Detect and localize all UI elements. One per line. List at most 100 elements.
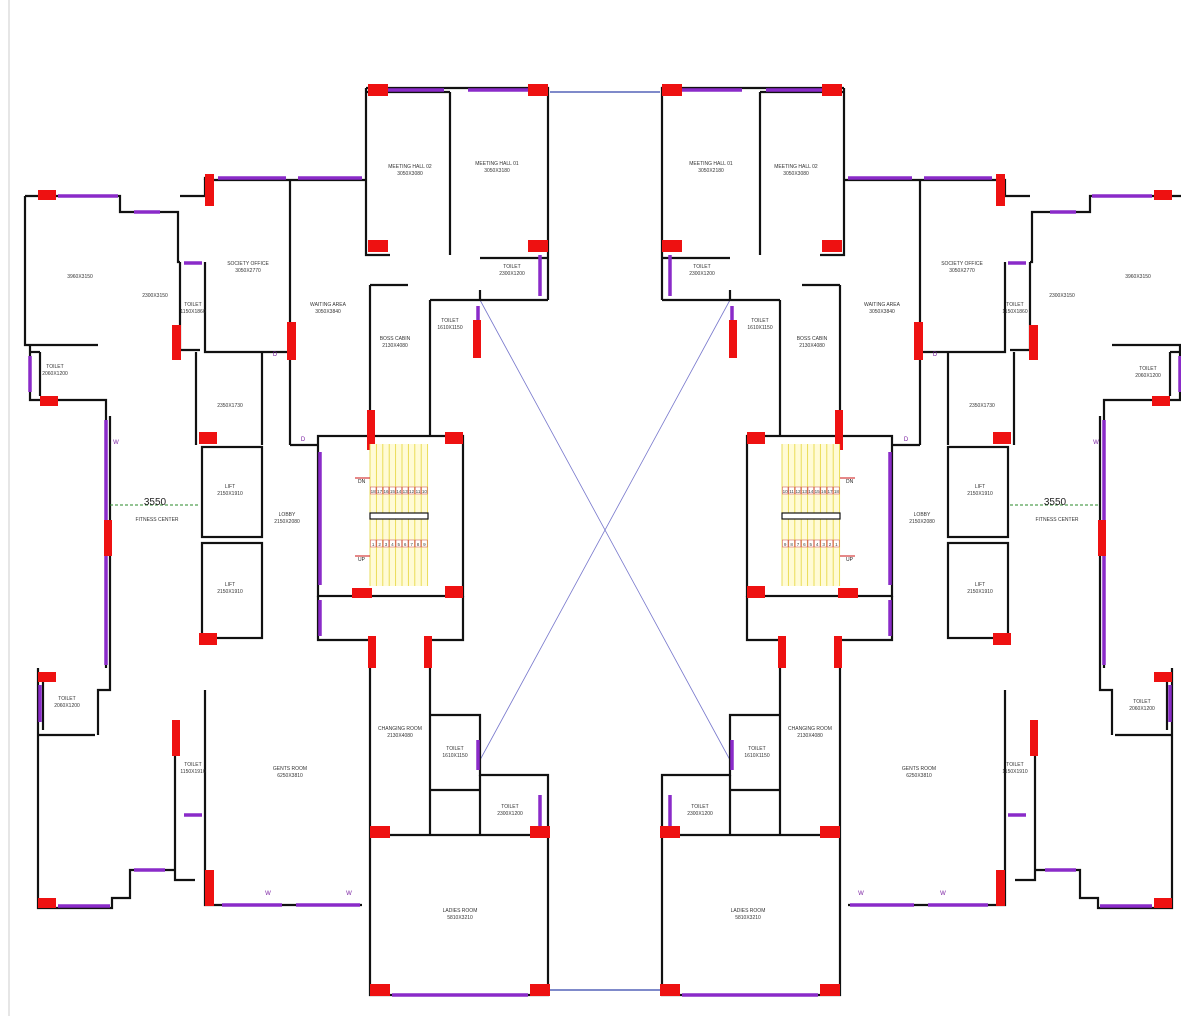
- stair-step-box: [794, 486, 802, 495]
- room-label-text: TOILET: [501, 804, 518, 810]
- room-label-text: 2130X4080: [387, 733, 413, 739]
- stair-step-number: 17: [377, 489, 383, 494]
- stair-step-number: 16: [821, 489, 827, 494]
- room-label-text: LADIES ROOM: [731, 908, 766, 914]
- stair-step-box: [414, 539, 422, 548]
- stair-step-box: [389, 486, 396, 495]
- room-label-r-lobby-pass: 2350X1730: [969, 403, 995, 409]
- room-label-text: MEETING HALL 02: [774, 164, 818, 170]
- stair-step-box: [820, 539, 827, 548]
- room-label-text: LIFT: [975, 582, 985, 588]
- stair-step-number: 9: [784, 542, 787, 547]
- stair-step-number: 14: [808, 489, 814, 494]
- room-label-text: 3960X3150: [1125, 274, 1151, 280]
- stair-step-box: [826, 486, 834, 495]
- room-label-text: 6250X3810: [277, 773, 303, 779]
- room-label-text: 2130X4080: [382, 343, 408, 349]
- room-label-text: 2060X1200: [1129, 706, 1155, 712]
- door-mark: D: [933, 352, 938, 358]
- room-label-text: BOSS CABIN: [797, 336, 828, 342]
- room-label-text: TOILET: [441, 318, 458, 324]
- door-mark: D: [904, 437, 909, 443]
- stair-step-number: 2: [829, 542, 832, 547]
- room-label-text: SOCIETY OFFICE: [227, 261, 269, 267]
- stair-step-number: 12: [795, 489, 801, 494]
- dimension-right: 3550: [1010, 497, 1100, 508]
- room-label-text: 2150X2080: [274, 519, 300, 525]
- windows: [28, 88, 542, 997]
- stair-step-number: 9: [423, 542, 426, 547]
- room-label-text: 3050X2770: [235, 268, 261, 274]
- stair-step-box: [402, 539, 409, 548]
- room-label-text: 2060X1200: [54, 703, 80, 709]
- window-mark: W: [346, 891, 352, 897]
- stair-step-box: [814, 486, 821, 495]
- window-mark: W: [113, 440, 119, 446]
- room-label-text: 3050X2770: [949, 268, 975, 274]
- room-label-text: 6250X3810: [906, 773, 932, 779]
- room-label-text: 2300X1200: [497, 811, 523, 817]
- room-label-l-lobby-pass: 2350X1730: [217, 403, 243, 409]
- room-label-text: SOCIETY OFFICE: [941, 261, 983, 267]
- room-label-text: 2300X1200: [499, 271, 525, 277]
- stair-step-number: 8: [417, 542, 420, 547]
- stair-step-box: [782, 539, 789, 548]
- left-wing: [23, 86, 550, 997]
- stair-step-number: 10: [783, 489, 789, 494]
- room-label-text: 1150X1910: [180, 769, 205, 775]
- room-label-text: 1610X1150: [744, 753, 769, 759]
- room-label-text: TOILET: [1006, 302, 1023, 308]
- room-label-text: TOILET: [1006, 762, 1023, 768]
- stair-down-label-right: DN: [846, 479, 854, 485]
- stair-step-box: [801, 486, 808, 495]
- room-label-text: 2060X1200: [42, 371, 68, 377]
- room-label-text: TOILET: [691, 804, 708, 810]
- room-label-text: 2350X1730: [969, 403, 995, 409]
- door-mark: D: [273, 352, 278, 358]
- window-mark: W: [1093, 440, 1099, 446]
- stair-step-number: 7: [410, 542, 413, 547]
- room-label-text: MEETING HALL 01: [689, 161, 733, 167]
- stair-step-box: [402, 486, 409, 495]
- room-label-text: BOSS CABIN: [380, 336, 411, 342]
- room-label-text: LADIES ROOM: [443, 908, 478, 914]
- room-label-text: TOILET: [1139, 366, 1156, 372]
- stair-step-box: [421, 539, 428, 548]
- stair-step-box: [370, 539, 377, 548]
- stair-step-number: 12: [409, 489, 415, 494]
- stair-step-box: [833, 539, 840, 548]
- room-label-text: 2130X4080: [799, 343, 825, 349]
- window-marks: W W W W W W D D D D: [113, 352, 1099, 897]
- stair-step-box: [794, 539, 802, 548]
- room-label-text: WAITING AREA: [864, 302, 901, 308]
- stair-step-box: [826, 539, 834, 548]
- stair-step-number: 1: [372, 542, 375, 547]
- stair-step-number: 15: [390, 489, 396, 494]
- stair-step-number: 6: [803, 542, 806, 547]
- stair-step-box: [395, 539, 402, 548]
- stair-step-number: 5: [810, 542, 813, 547]
- room-label-text: TOILET: [748, 746, 765, 752]
